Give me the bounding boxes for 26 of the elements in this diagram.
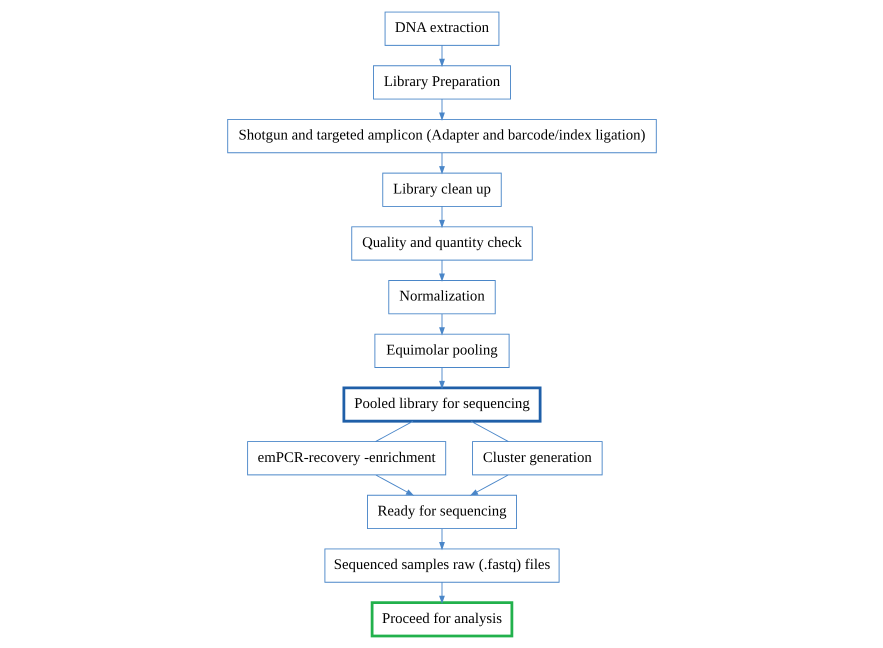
arrow xyxy=(438,45,444,68)
node-box: Pooled library for sequencing xyxy=(342,386,542,423)
connector xyxy=(374,420,413,442)
node-box: Equimolar pooling xyxy=(374,334,510,368)
arrow xyxy=(438,528,444,550)
arrow xyxy=(438,582,444,604)
node-box: Proceed for analysis xyxy=(370,601,513,638)
node-box: Quality and quantity check xyxy=(350,226,532,261)
arrow xyxy=(469,474,508,496)
arrow xyxy=(438,367,444,390)
node-box: Sequenced samples raw (.fastq) files xyxy=(324,548,560,583)
arrow xyxy=(438,260,444,282)
node-box: Cluster generation xyxy=(472,441,602,476)
arrow xyxy=(438,313,444,336)
connector xyxy=(470,420,508,442)
arrow xyxy=(438,206,444,228)
node-box: DNA extraction xyxy=(384,12,499,46)
node-box: Library clean up xyxy=(382,172,502,207)
node-box: Library Preparation xyxy=(372,65,510,100)
arrow xyxy=(374,474,414,496)
node-box: emPCR-recovery -enrichment xyxy=(246,441,446,476)
node-box: Ready for sequencing xyxy=(366,494,516,530)
arrow xyxy=(438,152,444,175)
arrow xyxy=(438,98,444,121)
node-box: Normalization xyxy=(388,280,496,314)
node-box: Shotgun and targeted amplicon (Adapter and barcode/index ligation) xyxy=(226,118,656,154)
